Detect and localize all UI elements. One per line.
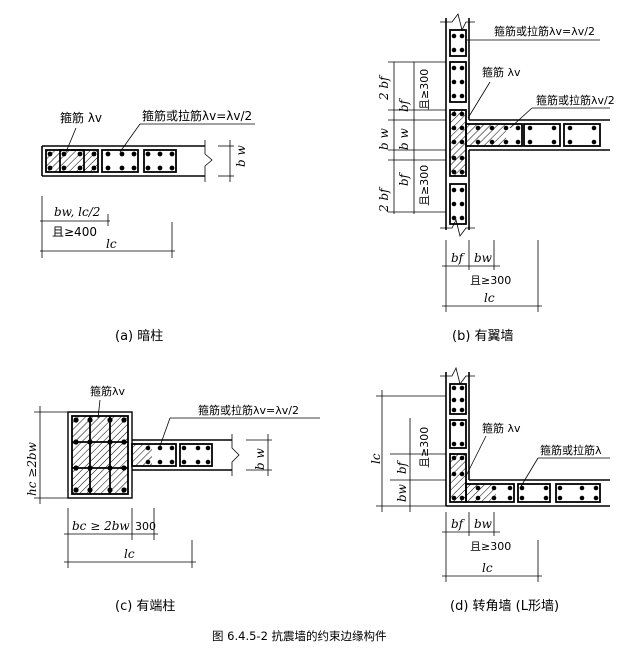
panel-a-dim-bw-lc: bw, lc/2 bbox=[54, 205, 100, 219]
panel-a-dark-column: 箍筋 λv 箍筋或拉筋λv=λv/2 b w bw, lc/2 且≥400 lc… bbox=[40, 108, 255, 344]
panel-b-horizontal-wall bbox=[469, 119, 610, 151]
panel-c-dim-bc: bc ≥ 2bw bbox=[72, 519, 130, 533]
panel-a-tie-label: 箍筋或拉筋λv=λv/2 bbox=[142, 108, 252, 123]
panel-a-stirrup-zone bbox=[45, 149, 177, 173]
panel-b-dim-bw-left: b w bbox=[377, 128, 391, 150]
panel-a-caption: (a) 暗柱 bbox=[115, 329, 163, 344]
panel-d-stirrup-zone bbox=[449, 383, 601, 503]
panel-b-flanged-wall: 箍筋或拉筋λv=λv/2 箍筋 λv 箍筋或拉筋λv/2 2 bf bf 且≥3… bbox=[377, 13, 615, 344]
figure-caption: 图 6.4.5-2 抗震墙的约束边缘构件 bbox=[212, 629, 387, 643]
panel-b-tie-label-top: 箍筋或拉筋λv=λv/2 bbox=[494, 24, 595, 38]
panel-c-wall bbox=[131, 434, 240, 476]
panel-d-lc-label: lc bbox=[369, 453, 383, 464]
panel-b-dim-bw-inner: b w bbox=[397, 128, 411, 150]
panel-d-dim-lc: lc bbox=[482, 561, 493, 575]
panel-b-dim-300-bot: 且≥300 bbox=[418, 165, 431, 206]
panel-d-corner-wall: 箍筋 λv 箍筋或拉筋λ lc bf 且≥300 bw bf bw 且≥300 … bbox=[369, 366, 610, 614]
panel-b-stirrup-label: 箍筋 λv bbox=[482, 65, 521, 79]
panel-d-dim-bw: bw bbox=[474, 517, 493, 531]
panel-b-dim-lc: lc bbox=[484, 291, 495, 305]
panel-c-bw-label: b w bbox=[253, 448, 267, 470]
panel-b-dim-2bf-top: 2 bf bbox=[377, 74, 391, 101]
panel-d-stirrup-label: 箍筋 λv bbox=[482, 421, 521, 435]
panel-a-dim-400: 且≥400 bbox=[52, 225, 97, 239]
panel-d-ge300-label: 且≥300 bbox=[418, 427, 431, 468]
panel-c-dim-lc: lc bbox=[124, 547, 135, 561]
panel-d-dim-bf: bf bbox=[451, 517, 466, 531]
panel-b-stirrup-zone bbox=[449, 29, 601, 225]
panel-d-bw-label: bw bbox=[395, 483, 409, 502]
panel-b-dim-bw: bw bbox=[474, 251, 493, 265]
panel-b-dim-bf-top: bf bbox=[397, 97, 411, 112]
panel-a-stirrup-label: 箍筋 λv bbox=[60, 110, 102, 125]
panel-c-hc-label: hc ≥2bw bbox=[25, 441, 39, 496]
panel-c-end-column: 箍筋λv 箍筋或拉筋λv=λv/2 hc ≥2bw b w bc ≥ 2bw 3… bbox=[25, 384, 320, 614]
panel-c-caption: (c) 有端柱 bbox=[115, 599, 175, 614]
panel-b-tie-label-side: 箍筋或拉筋λv/2 bbox=[536, 93, 615, 107]
panel-a-bw-label: b w bbox=[234, 145, 248, 167]
panel-b-dim-300: 且≥300 bbox=[470, 274, 511, 287]
panel-d-vertical-wall bbox=[440, 366, 475, 506]
panel-c-dim-300: 300 bbox=[135, 520, 156, 533]
panel-b-dim-2bf-bot: 2 bf bbox=[377, 186, 391, 213]
panel-d-caption: (d) 转角墙 (L形墙) bbox=[450, 599, 559, 614]
panel-a-wall bbox=[41, 140, 213, 182]
panel-d-dim-300: 且≥300 bbox=[470, 540, 511, 553]
panel-b-vertical-wall bbox=[440, 13, 475, 237]
panel-b-caption: (b) 有翼墙 bbox=[452, 329, 514, 344]
panel-b-dim-bf-bot: bf bbox=[397, 171, 411, 186]
panel-d-horizontal-wall bbox=[446, 479, 610, 507]
panel-d-bf-label: bf bbox=[395, 459, 409, 474]
panel-d-tie-label: 箍筋或拉筋λ bbox=[540, 443, 602, 457]
panel-c-tie-label: 箍筋或拉筋λv=λv/2 bbox=[198, 403, 299, 417]
panel-b-dim-bf: bf bbox=[451, 251, 466, 265]
panel-c-column bbox=[67, 411, 133, 499]
panel-c-stirrup-label: 箍筋λv bbox=[90, 384, 126, 398]
panel-b-dim-300-top: 且≥300 bbox=[418, 69, 431, 110]
panel-a-dim-lc: lc bbox=[106, 237, 117, 251]
